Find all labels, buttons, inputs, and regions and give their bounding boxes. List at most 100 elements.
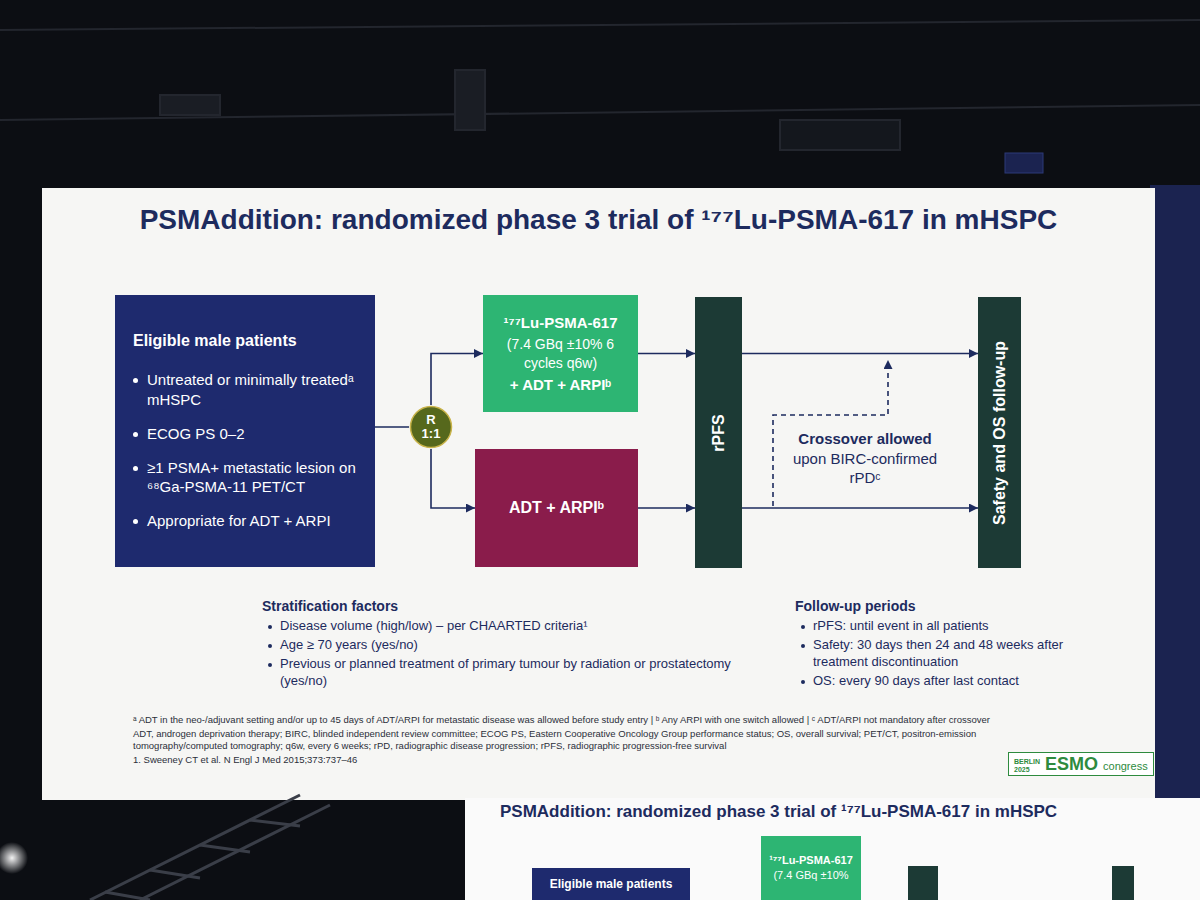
randomization-circle-shape <box>411 407 452 448</box>
foot-text: 1. Sweeney CT et al. N Engl J Med 2015;3… <box>133 754 357 765</box>
node-text: rPFS <box>710 414 727 451</box>
congress-logo: BERLIN 2025 ESMO congress <box>1008 752 1154 776</box>
slide-background <box>42 188 1155 800</box>
eligibility-box: Eligible male patients <box>532 868 690 900</box>
second-screen <box>465 798 1200 900</box>
stratification-list: Stratification factorsDisease volume (hi… <box>262 597 732 690</box>
connector <box>431 449 475 508</box>
label-row: Crossover allowed <box>798 430 931 449</box>
foot-text: ᵃ ADT in the neo-/adjuvant setting and/o… <box>133 714 990 725</box>
treatment-arm-box: ¹⁷⁷Lu-PSMA-617(7.4 GBq ±10% <box>761 836 861 900</box>
node-text: (7.4 GBq ±10% 6 cycles q6w) <box>507 336 614 370</box>
text-block: rPFS <box>710 414 728 451</box>
text-block: Appropriate for ADT + ARPI <box>133 511 357 530</box>
cross-text: Crossover allowed <box>798 430 931 447</box>
text-block: + ADT + ARPIᵇ <box>510 375 611 395</box>
bullet-dot <box>133 378 138 383</box>
stage-truss <box>90 795 330 900</box>
strat-text: Age ≥ 70 years (yes/no) <box>280 637 418 654</box>
randomization-circle: R1:1 <box>409 405 453 449</box>
bullet-dot <box>133 432 138 437</box>
node-text: ADT + ARPIᵇ <box>509 499 604 516</box>
label-row: ADT, androgen deprivation therapy; BIRC,… <box>133 728 993 752</box>
follow-text: rPFS: until event in all patients <box>813 618 989 635</box>
node-text: ¹⁷⁷Lu-PSMA-617 <box>503 314 617 331</box>
label-row: OS: every 90 days after last contact <box>795 673 1095 690</box>
text-block: ECOG PS 0–2 <box>133 424 357 443</box>
connector <box>638 507 695 509</box>
label-row: upon BIRC-confirmed rPDᶜ <box>790 450 940 488</box>
text-block: ADT + ARPIᵇ <box>509 498 604 519</box>
label-row: Stratification factors <box>262 597 732 615</box>
label-row: Disease volume (high/low) – per CHAARTED… <box>262 618 732 635</box>
follow-text: Follow-up periods <box>795 598 916 614</box>
connector <box>375 426 409 428</box>
follow-up-list: Follow-up periods rPFS: until event in al… <box>795 597 1095 690</box>
logo-text: congress <box>1103 760 1148 772</box>
label-row: ᵃ ADT in the neo-/adjuvant setting and/o… <box>133 714 993 726</box>
text-block: ¹⁷⁷Lu-PSMA-617 <box>769 854 853 867</box>
node-text: Untreated or minimally treatedᵃ mHSPC <box>147 370 357 408</box>
screen-frame <box>1150 185 1200 805</box>
bullet-dot <box>268 663 272 667</box>
text-block: Eligible male patients <box>133 331 357 351</box>
label-row: rPFS: until event in all patients <box>795 618 1095 635</box>
label-row: Previous or planned treatment of primary… <box>262 656 732 690</box>
label-row: Follow-up periods <box>795 597 1095 615</box>
text-block: R <box>426 413 435 427</box>
connector <box>742 353 978 355</box>
label-row: congress <box>1103 760 1148 773</box>
crossover-note: Crossover allowed upon BIRC-confirmed rPD… <box>790 430 940 487</box>
node-text: R <box>426 412 435 427</box>
node-text: Eligible male patients <box>550 877 673 891</box>
cross-text: upon BIRC-confirmed rPDᶜ <box>793 450 937 486</box>
label-row: BERLIN 2025 <box>1014 758 1040 773</box>
stage-light <box>0 842 28 874</box>
label-row: PSMAddition: randomized phase 3 trial of… <box>500 802 1190 822</box>
follow-up-bar: Safety and OS follow-up <box>978 297 1021 568</box>
follow-text: Safety: 30 days then 24 and 48 weeks aft… <box>813 637 1095 671</box>
bullet-dot <box>268 644 272 648</box>
connector <box>431 354 483 406</box>
label-row: Age ≥ 70 years (yes/no) <box>262 637 732 654</box>
strat-text: Stratification factors <box>262 598 398 614</box>
logo-text: BERLIN 2025 <box>1014 758 1040 772</box>
node-text: Eligible male patients <box>133 332 297 349</box>
ceiling-rig <box>0 20 1200 150</box>
logo-text: ESMO <box>1045 754 1098 774</box>
node-text: ≥1 PSMA+ metastatic lesion on ⁶⁸Ga-PSMA-… <box>147 458 357 496</box>
foot-text: ADT, androgen deprivation therapy; BIRC,… <box>133 728 976 751</box>
bullet-dot <box>268 625 272 629</box>
bullet-dot <box>133 466 138 471</box>
text-block: ≥1 PSMA+ metastatic lesion on ⁶⁸Ga-PSMA-… <box>133 458 357 496</box>
bullet-dot <box>801 644 805 648</box>
treatment-arm-box: ¹⁷⁷Lu-PSMA-617 (7.4 GBq ±10% 6 cycles q6w… <box>483 295 638 412</box>
bottom-text: PSMAddition: randomized phase 3 trial of… <box>500 802 1057 821</box>
bullet-dot <box>801 625 805 629</box>
strat-text: Previous or planned treatment of primary… <box>280 656 732 690</box>
label-row: Safety: 30 days then 24 and 48 weeks aft… <box>795 637 1095 671</box>
text-block: Eligible male patients <box>550 877 673 891</box>
node-text: Safety and OS follow-up <box>991 340 1008 524</box>
text-block: Untreated or minimally treatedᵃ mHSPC <box>133 370 357 408</box>
slide-title: PSMAddition: randomized phase 3 trial of… <box>42 204 1155 236</box>
node-text: Appropriate for ADT + ARPI <box>147 511 331 530</box>
node-text: ¹⁷⁷Lu-PSMA-617 <box>769 854 853 866</box>
stage-screen <box>1005 153 1043 173</box>
text-block: Safety and OS follow-up <box>991 340 1009 524</box>
text-block: ¹⁷⁷Lu-PSMA-617 <box>503 313 617 333</box>
screen-bar <box>1112 866 1134 900</box>
label-row: 1. Sweeney CT et al. N Engl J Med 2015;3… <box>133 754 993 766</box>
text-block: 1:1 <box>422 427 441 441</box>
node-text: + ADT + ARPIᵇ <box>510 376 611 393</box>
bullet-dot <box>801 680 805 684</box>
footnotes: ᵃ ADT in the neo-/adjuvant setting and/o… <box>133 714 993 766</box>
endpoint-bar: rPFS <box>695 297 742 568</box>
bullet-dot <box>133 519 138 524</box>
label-row: ESMO <box>1045 755 1098 773</box>
connector <box>742 507 978 509</box>
eligibility-box: Eligible male patientsUntreated or minim… <box>115 295 375 567</box>
